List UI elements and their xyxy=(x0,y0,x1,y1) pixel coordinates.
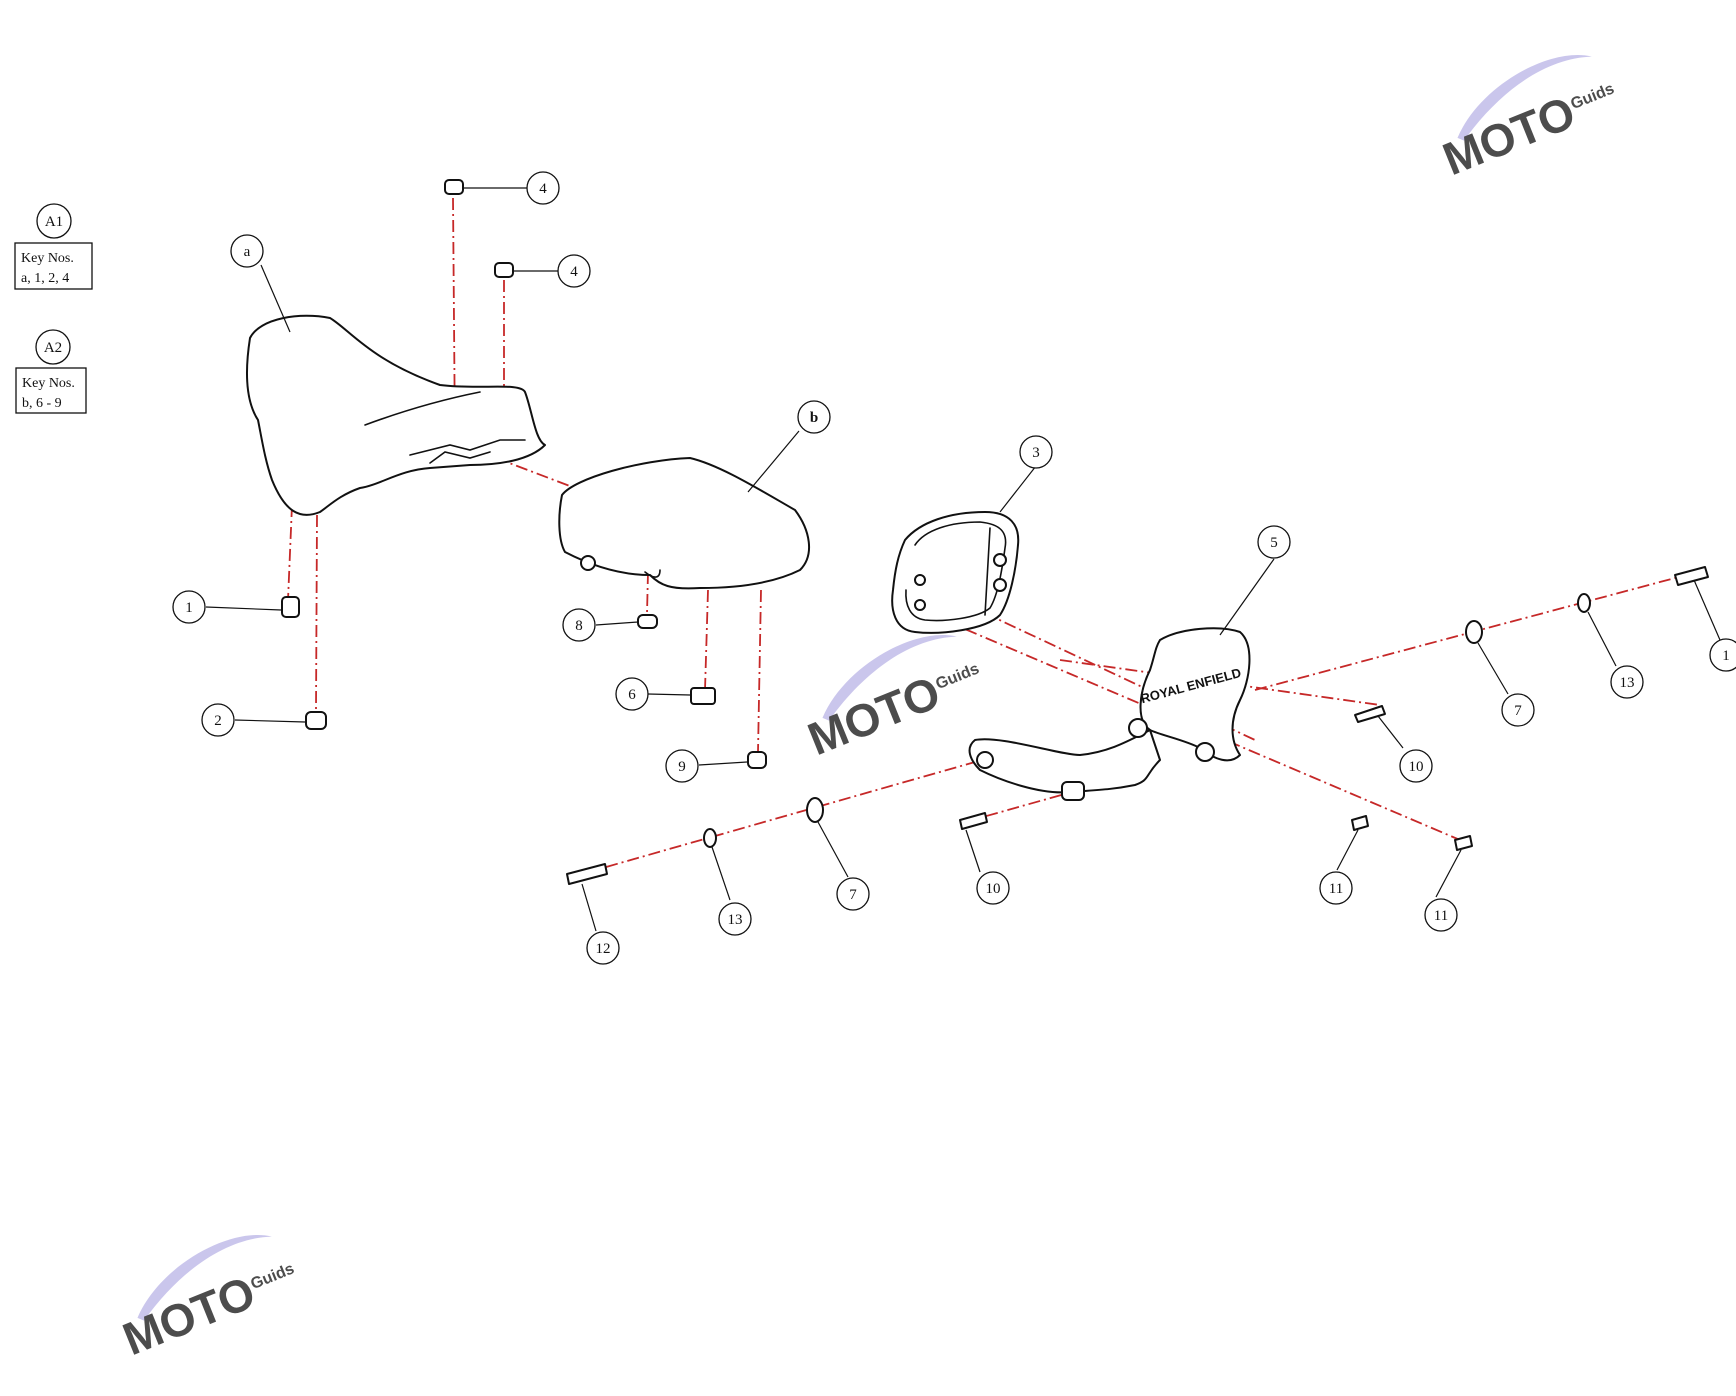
svg-text:9: 9 xyxy=(678,759,686,775)
callout-8: 8 xyxy=(562,608,596,642)
svg-text:5: 5 xyxy=(1270,535,1278,551)
key-group-a1-circle xyxy=(36,203,72,239)
part-10-bolt-left xyxy=(959,812,988,830)
svg-text:13: 13 xyxy=(1620,675,1635,691)
callout-10-right: 10 xyxy=(1399,749,1433,783)
key-group-a2: A2 Key Nos. b, 6 - 9 xyxy=(15,329,87,414)
key-group-a2-line1: Key Nos. xyxy=(22,376,75,391)
callout-4-lower: 4 xyxy=(557,254,591,288)
small-parts xyxy=(281,179,1709,885)
part-13-washer-right xyxy=(1577,593,1591,613)
bracket-bushing xyxy=(976,751,994,769)
part-9-buffer xyxy=(747,751,767,769)
svg-text:7: 7 xyxy=(1514,703,1522,719)
svg-text:2: 2 xyxy=(214,713,222,729)
pillion-seat-stud xyxy=(580,555,596,571)
key-group-a2-line2: b, 6 - 9 xyxy=(22,396,62,411)
svg-text:3: 3 xyxy=(1032,445,1040,461)
svg-text:7: 7 xyxy=(849,887,857,903)
part-1-rubber-buffer xyxy=(281,596,300,618)
callout-2: 2 xyxy=(201,703,235,737)
svg-text:4: 4 xyxy=(539,181,547,197)
callout-6: 6 xyxy=(615,677,649,711)
watermark-logo-top-right: MOTO Guids xyxy=(1436,55,1617,186)
part-13-washer-left xyxy=(703,828,717,848)
part-7-spacer-left xyxy=(806,797,824,823)
watermark-sub-text: Guids xyxy=(1568,80,1616,113)
callout-13-left: 13 xyxy=(718,902,752,936)
rider-seat xyxy=(245,314,546,516)
callout-13-right: 13 xyxy=(1610,665,1644,699)
pillion-seat xyxy=(558,457,811,590)
key-group-a2-id: A2 xyxy=(44,340,62,356)
watermark-logo-center: MOTO Guids xyxy=(801,635,982,766)
key-group-a1: A1 Key Nos. a, 1, 2, 4 xyxy=(14,203,93,290)
svg-text:13: 13 xyxy=(728,912,743,928)
callout-10-left: 10 xyxy=(976,871,1010,905)
svg-text:1: 1 xyxy=(185,600,193,616)
key-group-a1-id: A1 xyxy=(45,214,63,230)
watermark-sub-text: Guids xyxy=(933,660,981,693)
part-7-spacer-right xyxy=(1465,620,1483,644)
watermark-brand-text: MOTO xyxy=(801,666,948,766)
watermark-logo-bottom-left: MOTO Guids xyxy=(116,1235,297,1366)
svg-text:1: 1 xyxy=(1722,648,1730,664)
key-group-a2-circle xyxy=(35,329,71,365)
callout-11-mid: 11 xyxy=(1319,871,1353,905)
key-group-a1-line2: a, 1, 2, 4 xyxy=(21,271,69,286)
backrest-bracket: ROYAL ENFIELD xyxy=(968,627,1251,801)
watermark-sub-text: Guids xyxy=(248,1260,296,1293)
part-12-bolt-left xyxy=(566,863,608,885)
svg-text:11: 11 xyxy=(1329,881,1343,897)
svg-text:a: a xyxy=(244,244,251,260)
part-11-screw-mid xyxy=(1351,815,1369,831)
part-8-grommet xyxy=(637,614,658,629)
callout-a: a xyxy=(230,234,264,268)
callout-12: 12 xyxy=(586,931,620,965)
callout-9: 9 xyxy=(665,749,699,783)
part-4-nut-lower xyxy=(494,262,514,278)
watermark-brand-text: MOTO xyxy=(116,1266,263,1366)
svg-text:6: 6 xyxy=(628,687,636,703)
key-group-a1-line1: Key Nos. xyxy=(21,251,74,266)
callout-3: 3 xyxy=(1019,435,1053,469)
svg-text:8: 8 xyxy=(575,618,583,634)
svg-text:11: 11 xyxy=(1434,908,1448,924)
part-11-screw-right xyxy=(1454,835,1473,851)
svg-text:10: 10 xyxy=(986,881,1001,897)
callout-12-right-partial: 1 xyxy=(1709,638,1736,672)
svg-text:12: 12 xyxy=(596,941,611,957)
key-group-a2-box xyxy=(15,367,87,414)
callout-b: b xyxy=(797,400,831,434)
callout-4-upper: 4 xyxy=(526,171,560,205)
callouts: a b 1 2 3 4 4 5 6 7 7 8 9 10 10 11 11 12… xyxy=(172,171,1736,965)
bracket-spacer xyxy=(1061,781,1085,801)
svg-text:b: b xyxy=(810,410,818,426)
callout-1: 1 xyxy=(172,590,206,624)
svg-text:4: 4 xyxy=(570,264,578,280)
callout-11-right: 11 xyxy=(1424,898,1458,932)
part-6-bracket-clip xyxy=(690,687,716,705)
backrest-pad xyxy=(891,511,1020,634)
part-4-nut-upper xyxy=(444,179,464,195)
leader-lines xyxy=(205,187,1721,932)
part-10-bolt-right xyxy=(1354,705,1386,723)
part-2-rubber-buffer xyxy=(305,711,327,730)
svg-text:10: 10 xyxy=(1409,759,1424,775)
callout-7-left: 7 xyxy=(836,877,870,911)
part-12-bolt-right xyxy=(1674,566,1709,586)
callout-5: 5 xyxy=(1257,525,1291,559)
callout-7-right: 7 xyxy=(1501,693,1535,727)
key-group-a1-box xyxy=(14,242,93,290)
watermark-brand-text: MOTO xyxy=(1436,86,1583,186)
